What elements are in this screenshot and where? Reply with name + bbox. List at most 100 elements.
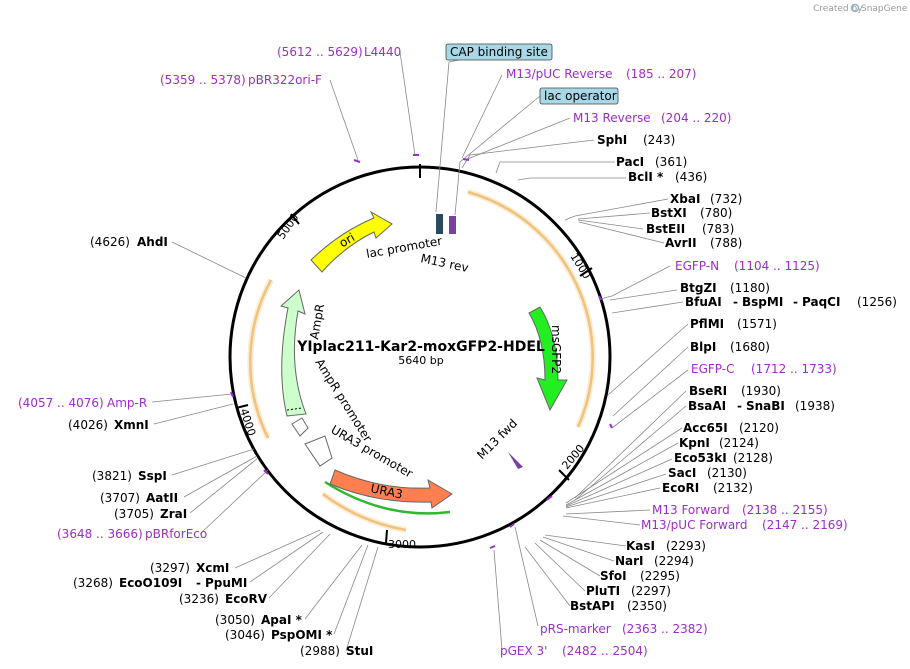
svg-text:EcoRI: EcoRI	[662, 481, 699, 495]
svg-text:-: -	[737, 399, 742, 413]
svg-text:(2147 .. 2169): (2147 .. 2169)	[762, 518, 848, 532]
enzyme-sphi: SphI (243)	[597, 133, 675, 147]
tick-3000: 3000	[388, 538, 416, 551]
orf-arc-left-halo	[247, 278, 274, 440]
svg-text:(3297): (3297)	[150, 561, 190, 575]
svg-text:(2138 .. 2155): (2138 .. 2155)	[742, 503, 828, 517]
svg-text:(3648 .. 3666): (3648 .. 3666)	[57, 527, 143, 541]
ura3-green-track	[324, 480, 451, 515]
ura3-promoter-feature	[304, 435, 333, 467]
leader-lines	[151, 51, 689, 652]
svg-text:SspI: SspI	[138, 469, 167, 483]
enzyme-bcli: BclI * (436)	[628, 170, 707, 184]
svg-text:(5359 .. 5378): (5359 .. 5378)	[160, 73, 246, 87]
ampr-promoter-feature	[291, 417, 309, 437]
svg-text:(2363 .. 2382): (2363 .. 2382)	[622, 622, 708, 636]
enzyme-bseri: BseRI (1930)	[689, 384, 781, 398]
tick-5000: 5000	[275, 211, 302, 241]
svg-text:BseRI: BseRI	[689, 384, 727, 398]
svg-text:XbaI: XbaI	[670, 192, 700, 206]
svg-text:XcmI: XcmI	[196, 561, 229, 575]
primer-m13-forward: M13 Forward (2138 .. 2155)	[652, 503, 828, 517]
svg-text:lac operator: lac operator	[544, 89, 617, 103]
svg-text:(2128): (2128)	[733, 451, 773, 465]
svg-text:(1180): (1180)	[730, 281, 770, 295]
svg-text:AvrII: AvrII	[665, 236, 697, 250]
snapgene-logo-icon	[850, 3, 860, 13]
enzyme-xbai: XbaI (732)	[670, 192, 742, 206]
svg-text:(3046): (3046)	[225, 628, 265, 642]
svg-text:BstXI: BstXI	[651, 206, 687, 220]
svg-text:(1256): (1256)	[857, 295, 897, 309]
enzyme-sspi: (3821) SspI	[92, 469, 167, 483]
enzyme-eco53ki: Eco53kI (2128)	[674, 451, 773, 465]
svg-text:pBRforEco: pBRforEco	[145, 527, 207, 541]
enzyme-apai: (3050) ApaI *	[215, 613, 303, 627]
svg-text:EGFP-C: EGFP-C	[691, 362, 734, 376]
svg-text:(204 .. 220): (204 .. 220)	[661, 111, 731, 125]
svg-text:ZraI: ZraI	[160, 507, 187, 521]
svg-text:M13/pUC Forward: M13/pUC Forward	[641, 518, 748, 532]
svg-text:pBR322ori-F: pBR322ori-F	[248, 73, 322, 87]
svg-text:StuI: StuI	[346, 644, 373, 658]
svg-text:KasI: KasI	[626, 539, 655, 553]
svg-text:-: -	[793, 295, 798, 309]
enzyme-bsaai: BsaAI - SnaBI (1938)	[688, 399, 835, 413]
svg-text:(2130): (2130)	[707, 466, 747, 480]
svg-text:(732): (732)	[710, 192, 742, 206]
svg-text:BclI *: BclI *	[628, 170, 664, 184]
svg-text:BstAPI: BstAPI	[570, 599, 615, 613]
svg-text:(1104 .. 1125): (1104 .. 1125)	[734, 259, 820, 273]
svg-text:PaqCI: PaqCI	[802, 295, 840, 309]
enzyme-ecorv: (3236) EcoRV	[179, 592, 268, 606]
enzyme-sfoi: SfoI (2295)	[600, 569, 680, 583]
svg-text:BspMI: BspMI	[742, 295, 783, 309]
ura3-feature-arrow	[329, 469, 453, 509]
svg-text:AhdI: AhdI	[137, 235, 168, 249]
svg-text:-: -	[733, 295, 738, 309]
credit-text: Created by	[813, 4, 863, 14]
svg-text:SphI: SphI	[597, 133, 627, 147]
credit-brand: SnapGene	[861, 4, 908, 14]
enzyme-aatii: (3707) AatII	[100, 491, 178, 505]
svg-text:(3705): (3705)	[114, 507, 154, 521]
svg-text:(1712 .. 1733): (1712 .. 1733)	[751, 362, 837, 376]
enzyme-ecoo109i: (3268) EcoO109I - PpuMI	[73, 576, 247, 590]
svg-text:(2294): (2294)	[654, 554, 694, 568]
svg-text:(3821): (3821)	[92, 469, 132, 483]
primer-prs-marker: pRS-marker (2363 .. 2382)	[540, 622, 708, 636]
m13-fwd-label: M13 fwd	[474, 416, 520, 462]
ampr-label: AmpR	[307, 303, 327, 341]
enzyme-xcmi: (3297) XcmI	[150, 561, 229, 575]
svg-text:SnaBI: SnaBI	[746, 399, 785, 413]
primer-pgex3: pGEX 3' (2482 .. 2504)	[500, 644, 648, 658]
svg-text:(4026): (4026)	[68, 418, 108, 432]
svg-text:(3236): (3236)	[179, 592, 219, 606]
bp-ticks	[235, 164, 593, 544]
plasmid-name: YIplac211-Kar2-moxGFP2-HDEL	[296, 339, 545, 355]
svg-text:Eco53kI: Eco53kI	[674, 451, 727, 465]
enzyme-kpni: KpnI (2124)	[679, 436, 759, 450]
ura3-label: URA3	[369, 481, 404, 501]
svg-text:(780): (780)	[700, 206, 732, 220]
msgfp2-label: msGFP2	[549, 325, 563, 374]
primer-l4440: (5612 .. 5629) L4440	[277, 45, 401, 59]
svg-text:(2132): (2132)	[713, 481, 753, 495]
primer-pbr322ori-f: (5359 .. 5378) pBR322ori-F	[160, 73, 322, 87]
svg-text:(3707): (3707)	[100, 491, 140, 505]
enzyme-zrai: (3705) ZraI	[114, 507, 187, 521]
svg-text:(788): (788)	[710, 236, 742, 250]
svg-text:AatII: AatII	[146, 491, 178, 505]
svg-text:M13 Forward: M13 Forward	[652, 503, 730, 517]
ampr-feature-arrow	[279, 289, 307, 417]
ori-label: ori	[337, 230, 358, 250]
enzyme-saci: SacI (2130)	[668, 466, 747, 480]
svg-text:(2297): (2297)	[631, 584, 671, 598]
svg-text:ApaI *: ApaI *	[261, 613, 303, 627]
svg-text:PflMI: PflMI	[690, 317, 724, 331]
enzyme-ahdi: (4626) AhdI	[90, 235, 168, 249]
svg-text:EcoO109I: EcoO109I	[119, 576, 182, 590]
svg-text:PspOMI *: PspOMI *	[271, 628, 333, 642]
enzyme-bfuai: BfuAI - BspMI - PaqCI (1256)	[685, 295, 897, 309]
msgfp2-feature-arrow	[528, 306, 568, 412]
